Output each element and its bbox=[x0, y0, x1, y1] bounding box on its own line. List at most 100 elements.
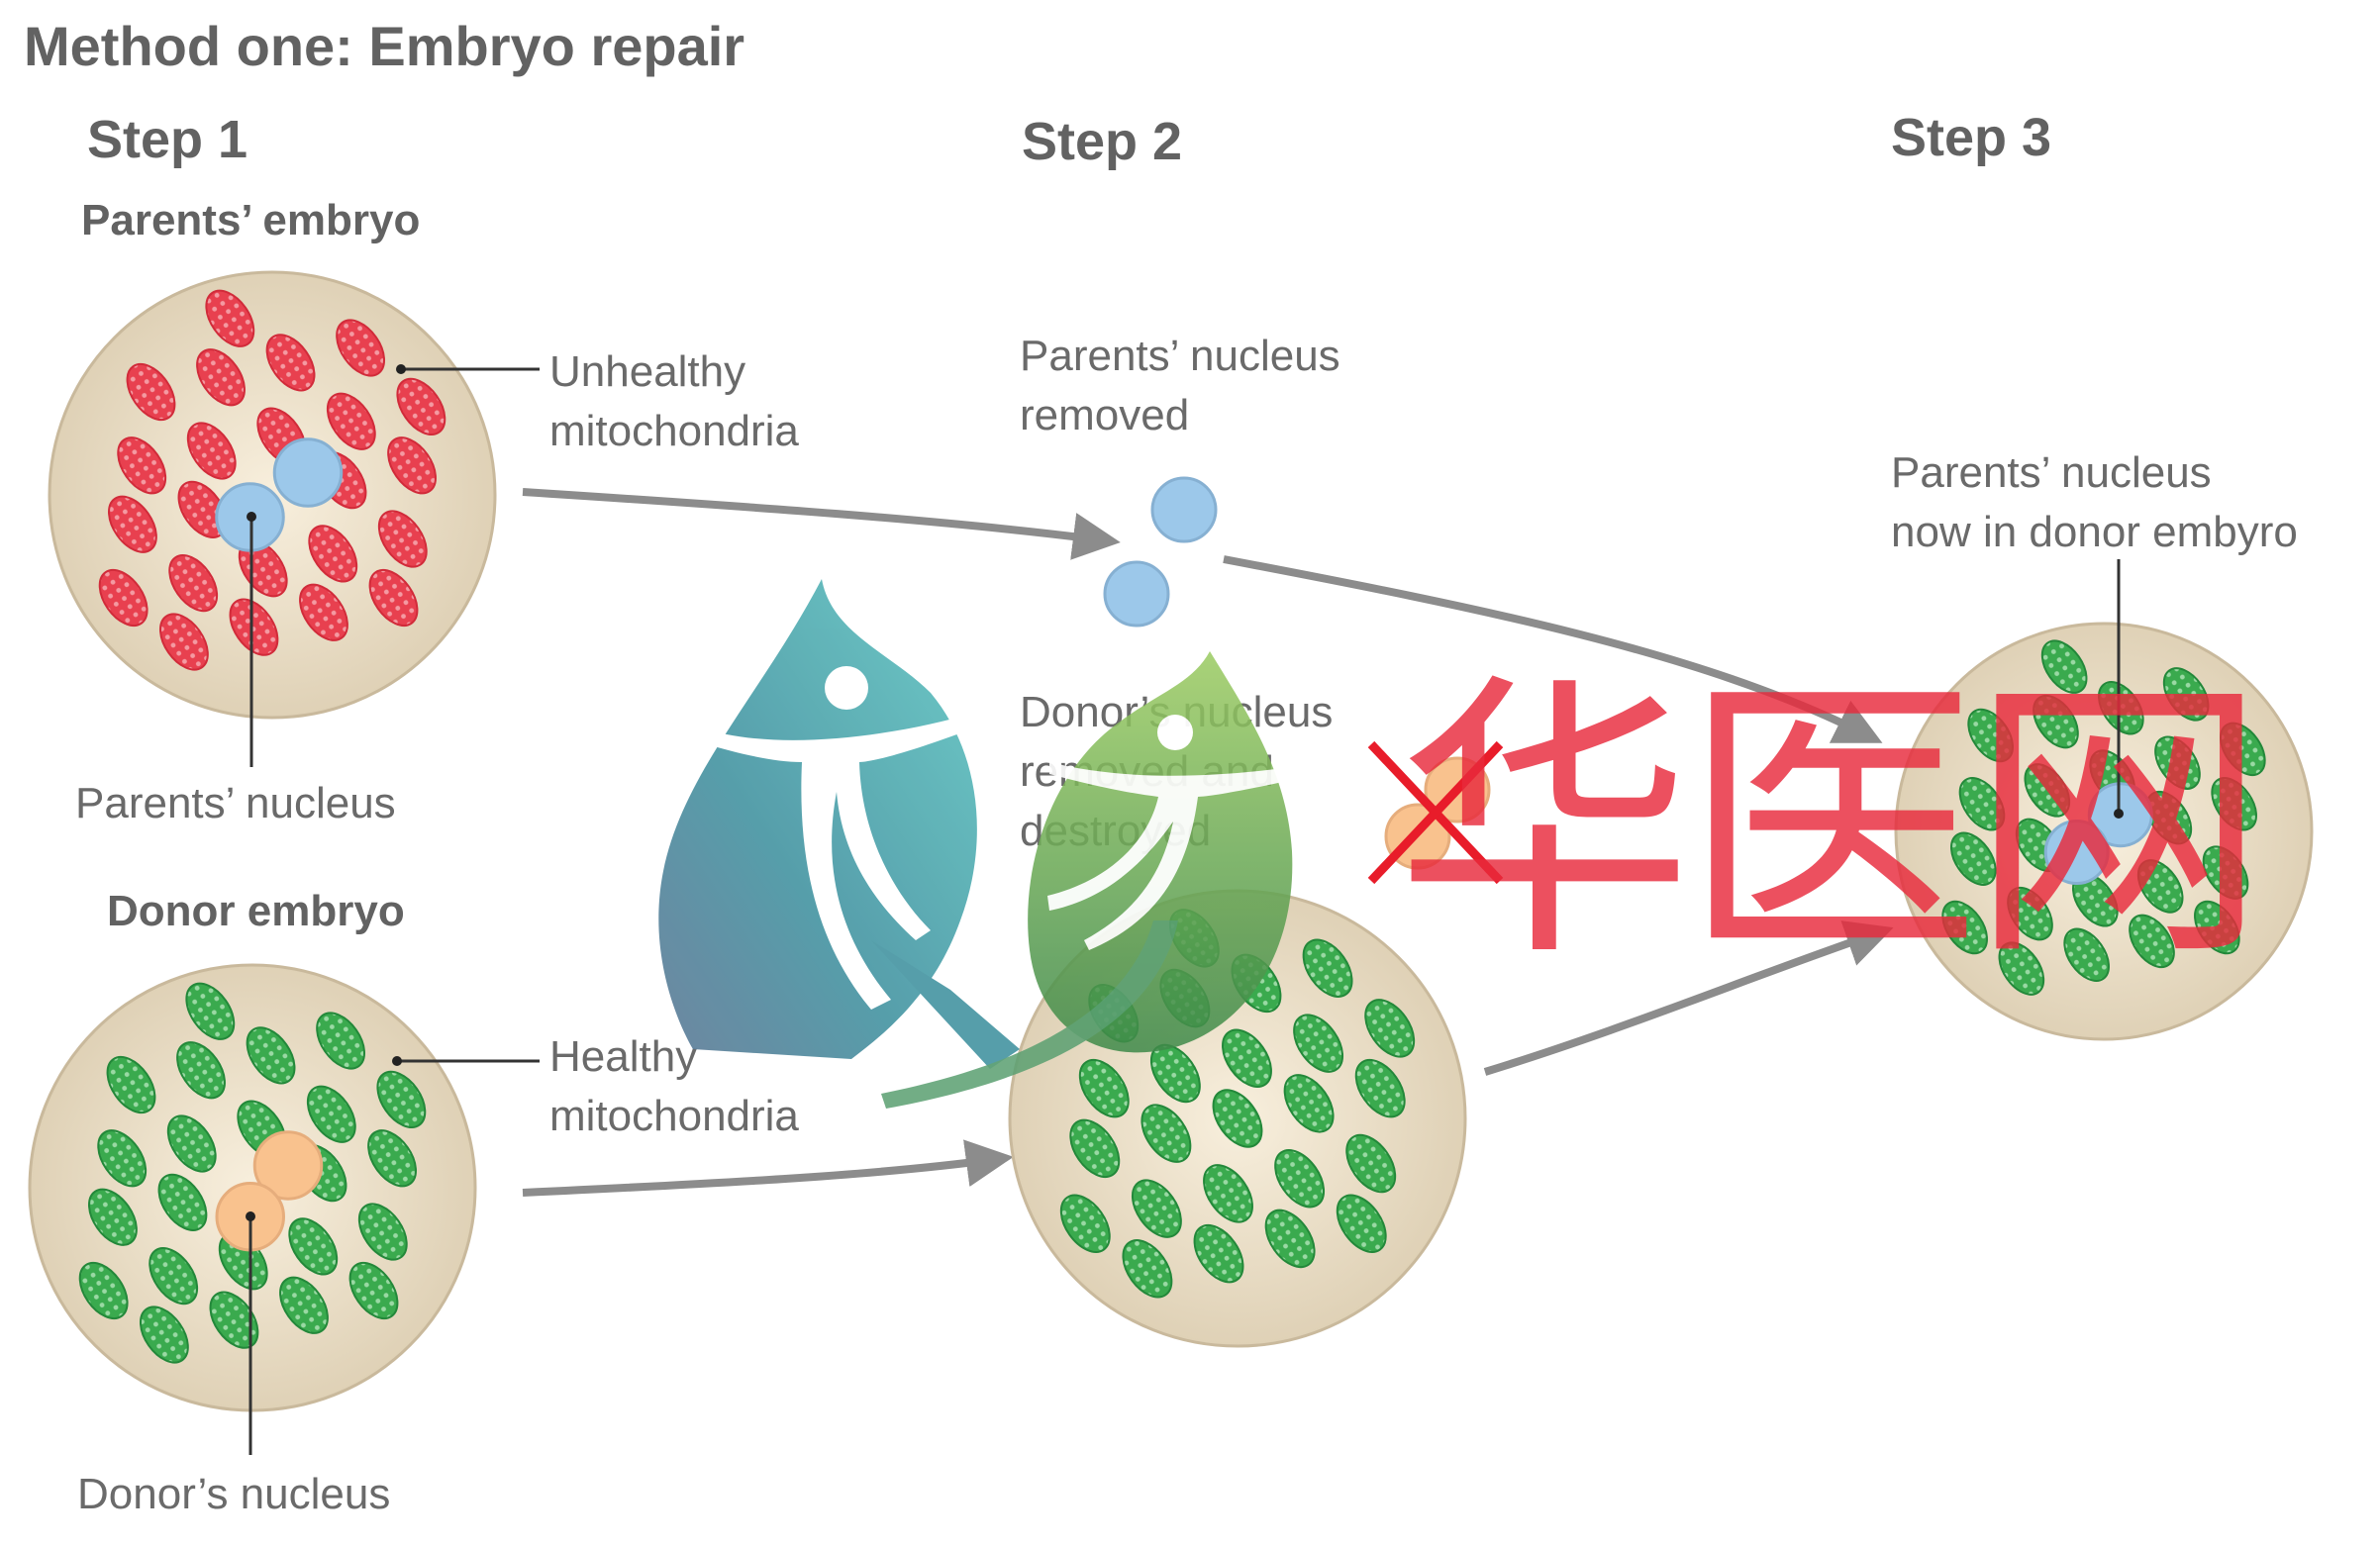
leader-result-dot bbox=[2114, 809, 2124, 819]
green-figure-body-icon bbox=[1047, 762, 1292, 950]
healthy-mitochondrion bbox=[1302, 938, 1353, 998]
unhealthy-mitochondrion bbox=[158, 613, 209, 671]
removed-parents-nucleus-2 bbox=[1103, 560, 1170, 628]
removed-parents-nucleus-1 bbox=[1150, 476, 1218, 543]
unhealthy-mitochondrion bbox=[308, 525, 358, 583]
unhealthy-mitochondrion bbox=[299, 583, 348, 641]
healthy-mitochondrion bbox=[1122, 1239, 1173, 1299]
unhealthy-mitochondrion bbox=[126, 363, 176, 422]
unhealthy-mitochondrion bbox=[98, 568, 149, 627]
healthy-mitochondrion bbox=[1941, 900, 1988, 955]
healthy-mitochondrion bbox=[2098, 681, 2144, 735]
healthy-mitochondrion bbox=[2211, 777, 2257, 831]
donor-embryo-heading: Donor embryo bbox=[107, 887, 405, 935]
nucleus-1 bbox=[272, 437, 344, 508]
removed-label-line-1: Parents’ nucleus bbox=[1020, 332, 1340, 380]
unhealthy-mitochondrion bbox=[117, 436, 167, 495]
step-1-label: Step 1 bbox=[87, 110, 248, 169]
leaf-figure-logo-icon bbox=[658, 579, 1293, 1109]
healthy-mitochondrion bbox=[2136, 859, 2184, 914]
healthy-mitochondrion bbox=[357, 1203, 408, 1261]
healthy-mitochondrion bbox=[2040, 639, 2088, 694]
healthy-mitochondrion bbox=[2162, 667, 2210, 722]
watermark-text: 华医网 bbox=[1396, 650, 2257, 996]
healthy-mitochondrion bbox=[185, 982, 236, 1040]
step-3-label: Step 3 bbox=[1891, 108, 2052, 167]
unhealthy-mitochondrion bbox=[108, 495, 157, 553]
parents-nucleus-removed-label: Parents’ nucleus removed bbox=[1020, 327, 1340, 445]
healthy-mitochondrion bbox=[1193, 1223, 1244, 1284]
unhealthy-mitochondrion bbox=[336, 319, 386, 377]
healthy-label-line-1: Healthy bbox=[549, 1032, 698, 1081]
healthy-mitochondrion bbox=[139, 1306, 189, 1364]
unhealthy-mitochondrion bbox=[377, 510, 428, 568]
healthy-mitochondrion bbox=[176, 1041, 226, 1100]
unhealthy-mitochondrion bbox=[368, 568, 419, 627]
healthy-mitochondrion bbox=[149, 1247, 199, 1306]
healthy-mitochondrion bbox=[1078, 1058, 1130, 1118]
nucleus-2 bbox=[2043, 820, 2110, 885]
healthy-mitochondrion bbox=[288, 1217, 339, 1276]
healthy-mitochondrion bbox=[1222, 1028, 1272, 1088]
healthy-mitochondrion bbox=[279, 1276, 329, 1334]
step-2-label: Step 2 bbox=[1022, 112, 1183, 171]
parents-embryo-cell bbox=[48, 270, 497, 720]
leader-healthy-dot bbox=[392, 1056, 402, 1066]
leader-donor-nucleus-dot bbox=[246, 1211, 255, 1221]
removed-label-line-2: removed bbox=[1020, 391, 1190, 439]
healthy-mitochondrion bbox=[1059, 1194, 1111, 1253]
healthy-mitochondrion bbox=[376, 1070, 427, 1128]
unhealthy-mitochondrion bbox=[265, 334, 316, 392]
healthy-mitochondrion bbox=[2024, 763, 2071, 818]
healthy-label-line-2: mitochondria bbox=[549, 1092, 799, 1140]
healthy-mitochondrion bbox=[2007, 886, 2053, 941]
healthy-mitochondrion bbox=[2220, 722, 2266, 777]
healthy-mitochondrion bbox=[1203, 1164, 1253, 1223]
parents-embryo-heading: Parents’ embryo bbox=[81, 196, 421, 244]
healthy-mitochondrion bbox=[316, 1012, 366, 1070]
unhealthy-mitochondrion bbox=[186, 422, 237, 480]
unhealthy-mitochondrion bbox=[387, 436, 437, 495]
healthy-mitochondrion bbox=[1069, 1118, 1121, 1179]
healthy-mitochondrion bbox=[2202, 845, 2249, 900]
leader-lines bbox=[246, 364, 2124, 1455]
healthy-mitochondrion bbox=[1336, 1194, 1387, 1253]
healthy-mitochondrion bbox=[1140, 1104, 1192, 1163]
healthy-mitochondrion bbox=[2129, 914, 2175, 969]
green-figure-head-icon bbox=[1157, 715, 1193, 750]
healthy-mitochondria-label: Healthy mitochondria bbox=[549, 1027, 799, 1146]
healthy-mitochondrion bbox=[306, 1085, 356, 1143]
unhealthy-mitochondrion bbox=[396, 377, 446, 435]
destroyed-x-icon bbox=[1367, 740, 1504, 885]
healthy-mitochondrion bbox=[2033, 694, 2079, 749]
unhealthy-mitochondrion bbox=[196, 348, 246, 407]
healthy-mitochondrion bbox=[1950, 831, 1997, 886]
leader-parents-nucleus-dot bbox=[247, 512, 256, 522]
healthy-mitochondrion bbox=[246, 1026, 296, 1085]
healthy-mitochondrion bbox=[348, 1261, 399, 1319]
healthy-mitochondrion bbox=[367, 1129, 417, 1188]
result-label-line-2: now in donor embyro bbox=[1891, 508, 2298, 556]
healthy-mitochondrion bbox=[2145, 790, 2193, 845]
healthy-mitochondrion bbox=[2063, 927, 2110, 982]
healthy-mitochondrion bbox=[1293, 1014, 1344, 1073]
arrow-parents-to-step2 bbox=[522, 488, 1121, 560]
unhealthy-mitochondria-label: Unhealthy mitochondria bbox=[549, 342, 799, 461]
healthy-mitochondrion bbox=[97, 1129, 148, 1188]
healthy-mitochondrion bbox=[1274, 1149, 1326, 1209]
healthy-mitochondrion bbox=[106, 1056, 156, 1114]
donor-embryo-cell bbox=[28, 963, 477, 1412]
healthy-mitochondrion bbox=[1967, 708, 2014, 763]
teal-figure-head-icon bbox=[825, 666, 868, 710]
healthy-mitochondrion bbox=[78, 1261, 129, 1319]
teal-figure-body-icon bbox=[701, 713, 975, 1010]
step3-result-cell bbox=[1894, 622, 2314, 1041]
leader-unhealthy-dot bbox=[396, 364, 406, 374]
healthy-mitochondrion bbox=[1212, 1089, 1263, 1148]
teal-leaf-stem-icon bbox=[871, 940, 1020, 1069]
green-leaf-icon bbox=[1028, 651, 1293, 1053]
healthy-mitochondrion bbox=[88, 1188, 138, 1246]
healthy-mitochondrion bbox=[166, 1114, 217, 1173]
unhealthy-mitochondrion bbox=[168, 554, 219, 613]
donor-nucleus-label: Donor’s nucleus bbox=[77, 1470, 391, 1518]
